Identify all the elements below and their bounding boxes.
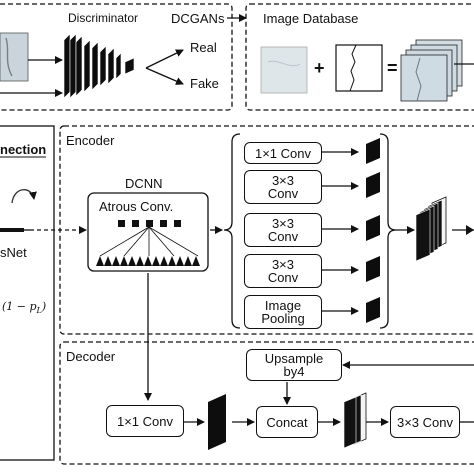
branch-bracket-left (223, 133, 241, 329)
branch-feature-maps (366, 138, 380, 323)
branch-image-pooling: Image Pooling (244, 295, 322, 329)
gan-panel (0, 3, 233, 111)
encoder-output-feature-stack (415, 196, 447, 262)
branch-3x3-conv-b: 3×3 Conv (244, 213, 322, 247)
resnet-label: sNet (0, 245, 27, 260)
upsample-box: Upsample by4 (246, 349, 342, 381)
equals-symbol: = (387, 58, 398, 78)
loss-formula-subscript: L (36, 306, 42, 316)
branch-3x3-conv-a: 3×3 Conv (244, 170, 322, 204)
decoder-1x1-conv: 1×1 Conv (106, 405, 184, 437)
connection-label: nection (0, 142, 47, 157)
background-texture-image (260, 46, 308, 94)
branch-bracket-right (379, 133, 397, 329)
atrous-conv-kernel (96, 220, 200, 266)
loss-formula-main: (1 − p (2, 300, 37, 313)
crack-mask-image (335, 44, 383, 92)
plus-symbol: + (314, 58, 325, 78)
atrous-conv-label: Atrous Conv. (99, 199, 174, 214)
branch-1x1-conv: 1×1 Conv (244, 142, 322, 164)
real-label: Real (190, 40, 217, 55)
decoder-title: Decoder (66, 349, 116, 364)
image-database-label: Image Database (263, 11, 359, 26)
dcnn-box (87, 192, 209, 272)
dcnn-label: DCNN (125, 176, 163, 191)
loss-formula-close: ) (41, 300, 47, 313)
concat-box: Concat (256, 406, 318, 438)
fake-label: Fake (190, 76, 219, 91)
decoder-feature-maps (208, 392, 367, 450)
image-database-panel (245, 3, 474, 111)
synthetic-image-stack (400, 39, 463, 102)
decoder-panel (59, 341, 474, 465)
decoder-3x3-conv: 3×3 Conv (390, 406, 460, 438)
encoder-panel (59, 125, 474, 335)
encoder-title: Encoder (66, 133, 115, 148)
input-image-thumbnail (0, 32, 29, 82)
discriminator-network (63, 33, 135, 99)
branch-3x3-conv-c: 3×3 Conv (244, 254, 322, 288)
loss-formula: (1 − pL) (2, 300, 46, 315)
discriminator-label: Discriminator (68, 11, 139, 25)
dcgans-label: DCGANs (171, 11, 225, 26)
